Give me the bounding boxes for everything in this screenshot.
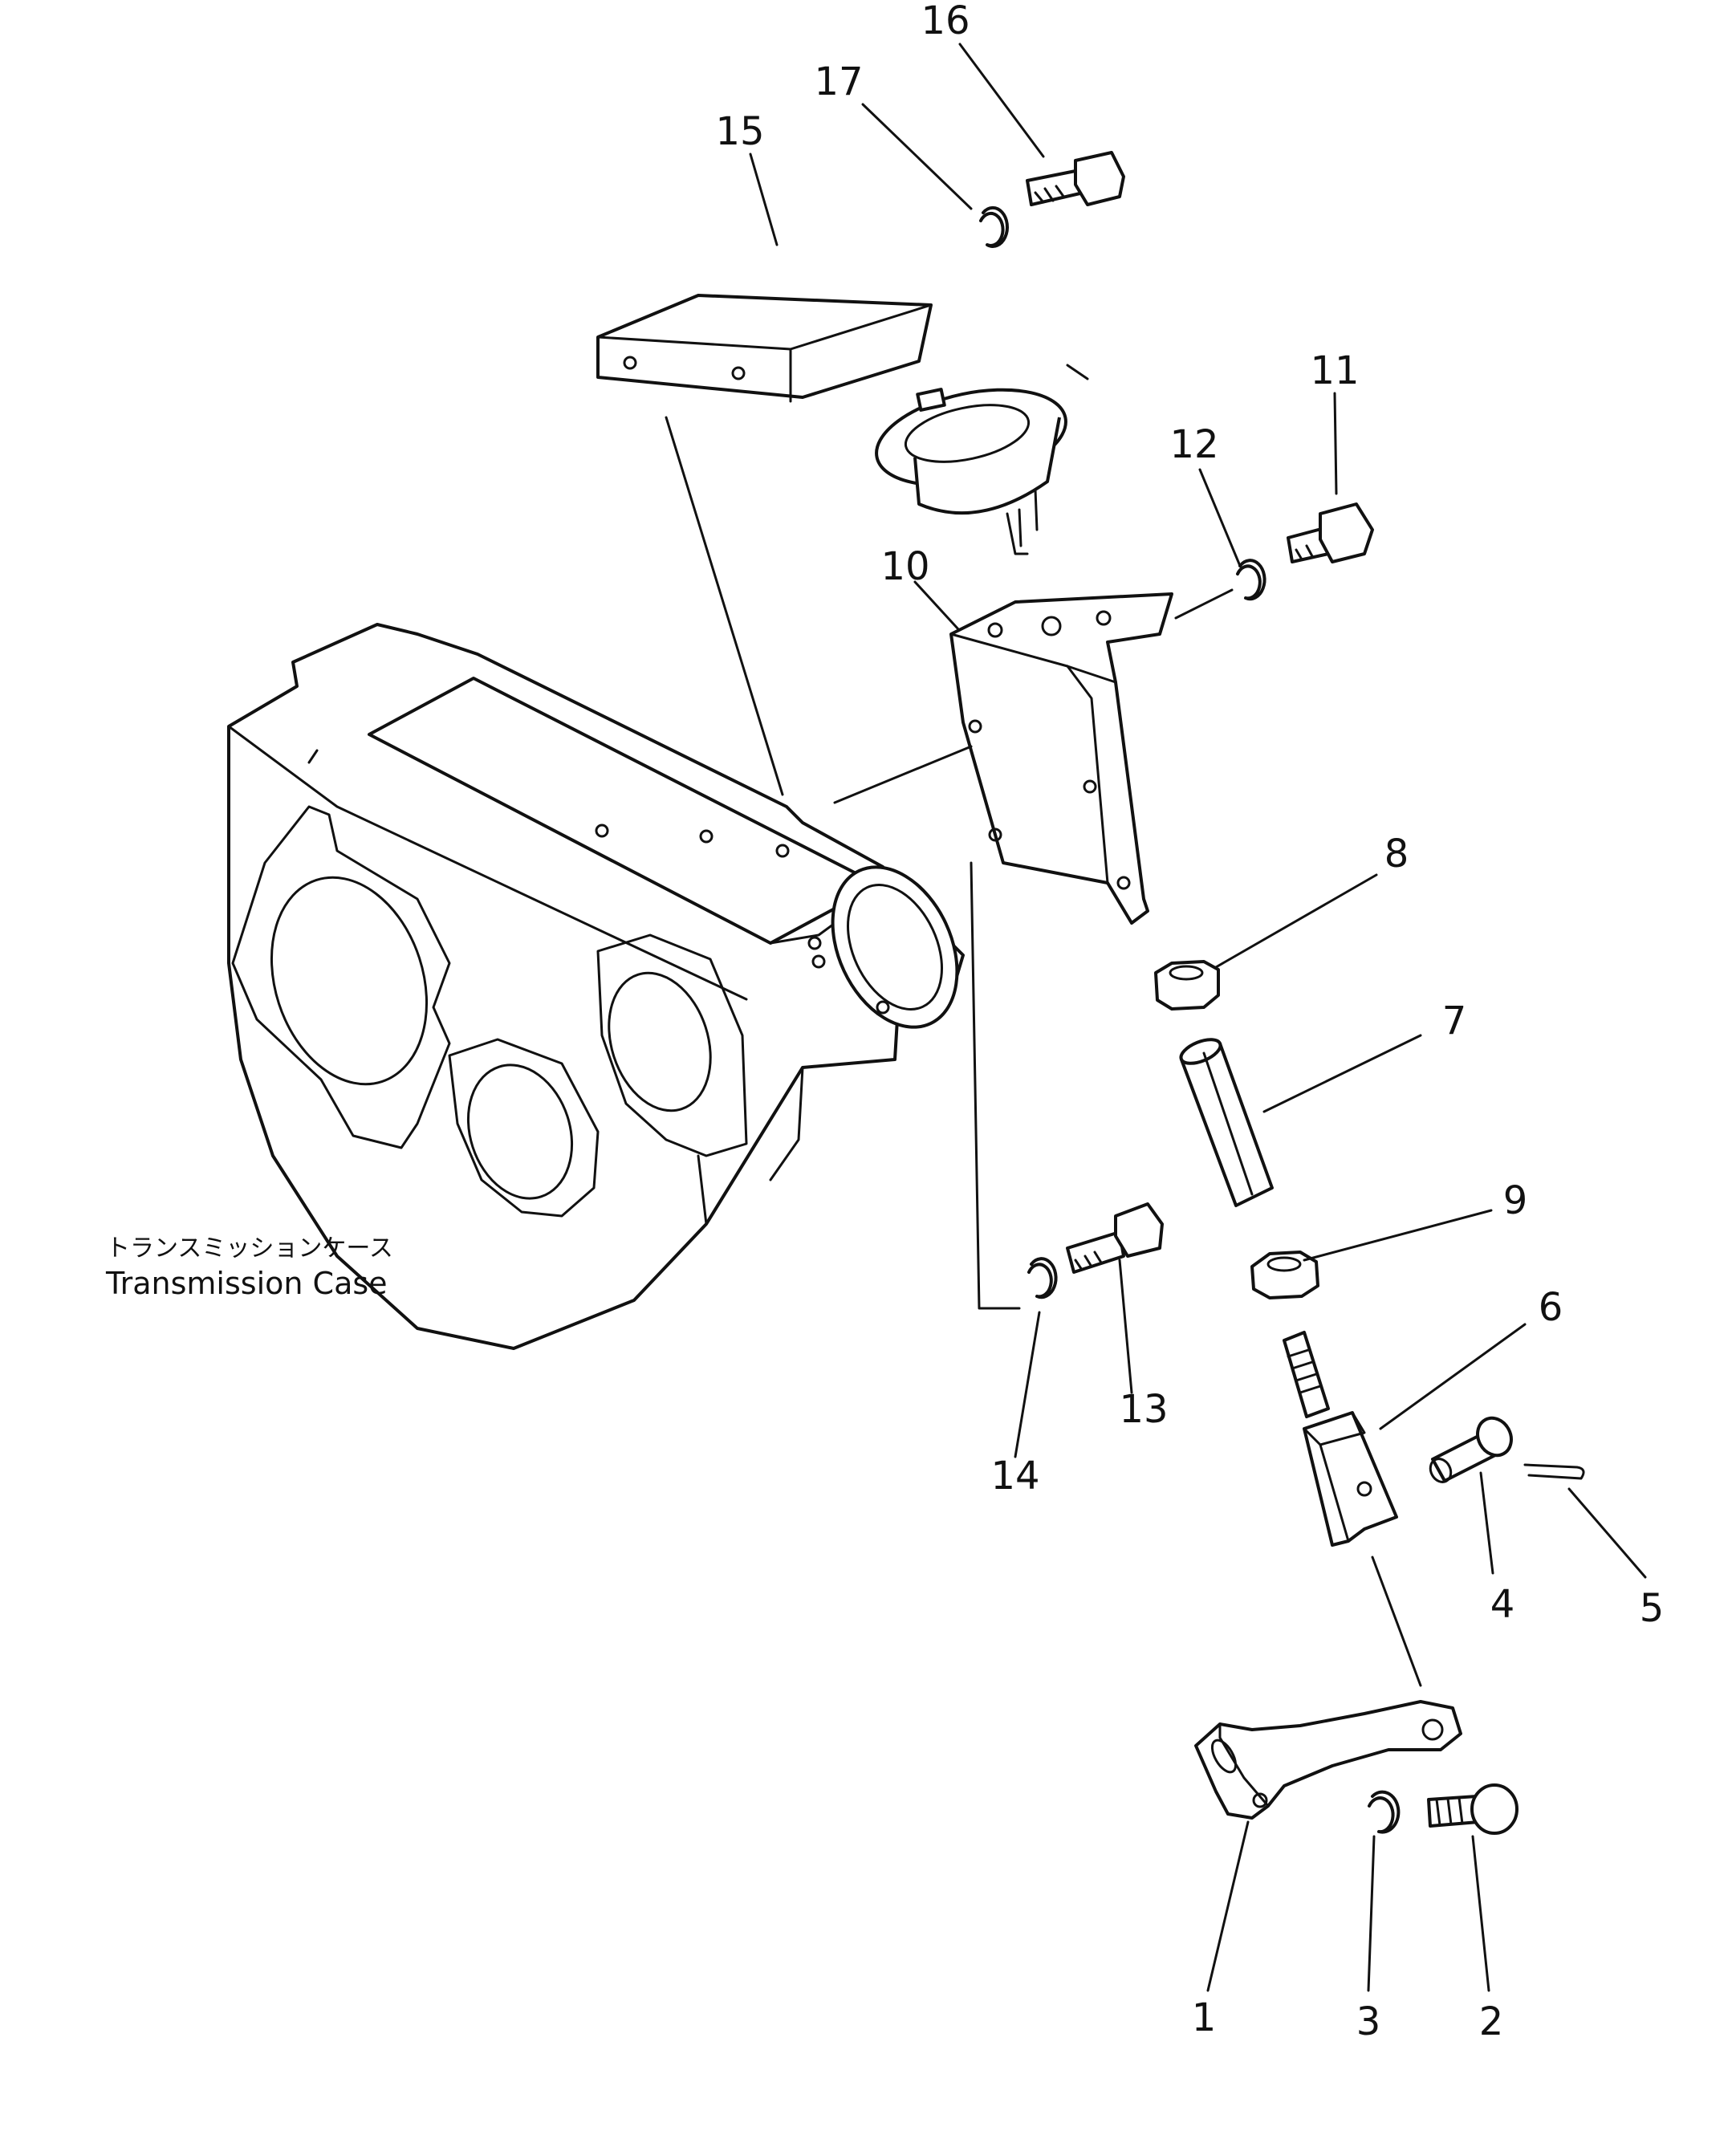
callout-11: 11 [1310, 348, 1359, 393]
transmission-case [227, 623, 965, 1350]
assembly-line-10 [833, 745, 973, 804]
part-13-bolt [1066, 1202, 1164, 1274]
assembly-line-14 [970, 861, 1021, 1310]
caption-japanese: トランスミッションケース [106, 1234, 393, 1263]
part-7-spacer [1179, 1038, 1274, 1207]
callout-numbers: 16 17 15 11 12 10 8 7 9 6 4 5 13 14 1 3 … [715, 0, 1664, 2044]
callout-10: 10 [880, 544, 929, 589]
part-12-lock-washer [1236, 559, 1266, 601]
part-14-lock-washer [1027, 1257, 1058, 1299]
leader-lines [749, 43, 1647, 1992]
part-6-clevis [1283, 1331, 1398, 1547]
callout-9: 9 [1503, 1178, 1528, 1223]
callout-4: 4 [1490, 1582, 1515, 1627]
callout-15: 15 [715, 109, 764, 154]
part-9-nut [1250, 1251, 1319, 1299]
callout-8: 8 [1384, 832, 1409, 876]
callout-12: 12 [1169, 422, 1218, 467]
part-1-lever [1194, 1700, 1462, 1820]
caption-english: Transmission Case [105, 1266, 388, 1301]
part-10-bracket [949, 592, 1173, 925]
callout-5: 5 [1640, 1586, 1665, 1631]
part-15-cover-plate [596, 294, 933, 403]
part-8-nut [1154, 960, 1220, 1011]
callout-1: 1 [1192, 1995, 1217, 2040]
assembly-line-12 [1174, 588, 1234, 620]
callout-7: 7 [1442, 998, 1467, 1043]
part-3-lock-washer [1368, 1790, 1401, 1834]
assembly-line-6 [1371, 1556, 1422, 1687]
callout-16: 16 [921, 0, 970, 43]
callout-3: 3 [1356, 1999, 1381, 2044]
callout-2: 2 [1479, 1999, 1504, 2044]
part-17-lock-washer [979, 205, 1009, 248]
assembly-line-15 [665, 416, 784, 796]
callout-13: 13 [1119, 1387, 1168, 1432]
part-2-bolt [1427, 1783, 1518, 1835]
part-5-cotter-pin [1523, 1463, 1585, 1480]
part-11-bolt [1287, 502, 1374, 563]
air-canister [875, 364, 1089, 555]
callout-6: 6 [1539, 1285, 1563, 1330]
part-4-clevis-pin [1429, 1416, 1513, 1483]
callout-14: 14 [990, 1454, 1039, 1499]
callout-17: 17 [814, 59, 863, 104]
part-16-bolt [1026, 151, 1125, 206]
